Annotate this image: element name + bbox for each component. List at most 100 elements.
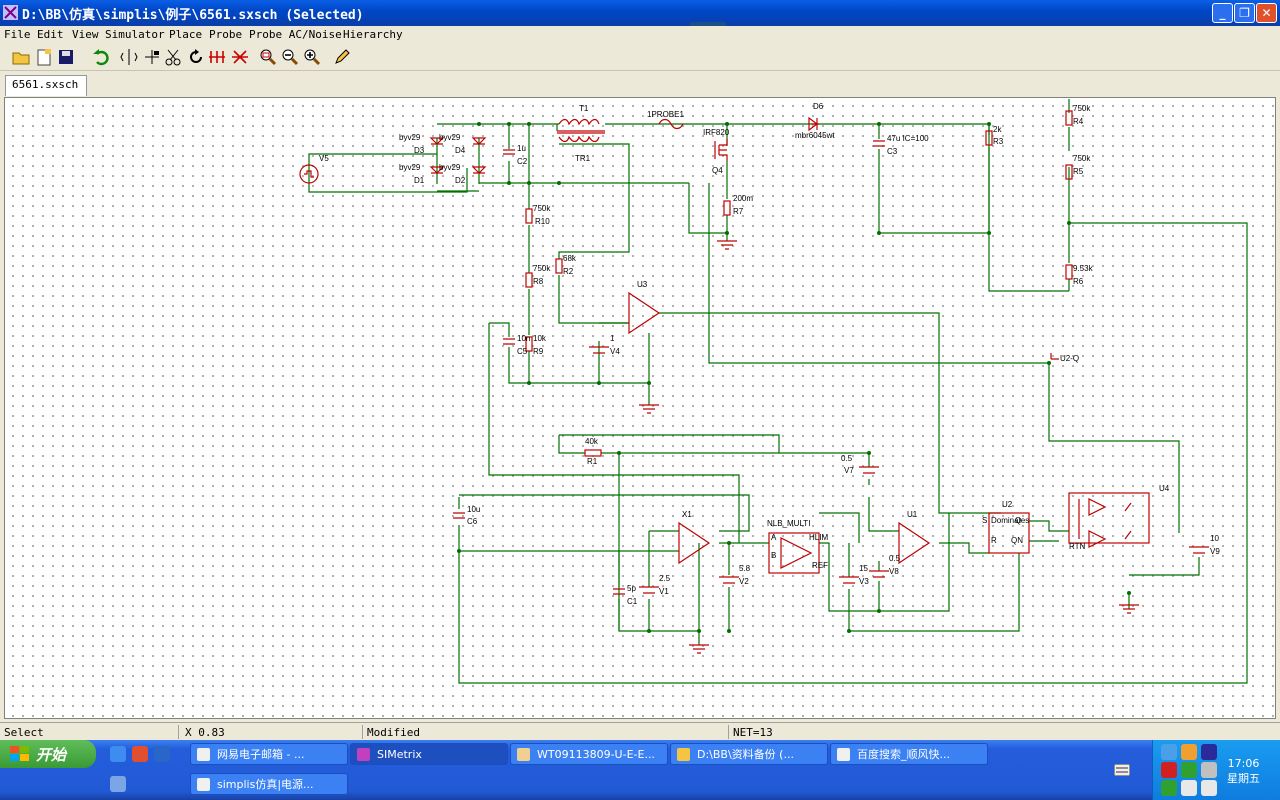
resistor-r4 [1065, 110, 1073, 126]
tray-icon[interactable] [1161, 744, 1177, 760]
taskbar-button-wt[interactable]: WT09113809-U-E-E... [510, 743, 668, 765]
windows-logo-icon [10, 746, 29, 761]
label-v7: V7 [844, 466, 854, 475]
tray-icon[interactable] [1201, 744, 1217, 760]
browser-icon [197, 748, 210, 761]
taskbar-button-folder[interactable]: D:\BB\资料备份 (... [670, 743, 828, 765]
label-c6-value: 10u [467, 505, 480, 514]
label-r3: R3 [993, 137, 1004, 146]
simetrix-icon [357, 748, 370, 761]
label-v2: V2 [739, 577, 749, 586]
menu-view[interactable]: View [72, 28, 99, 41]
taskbar-button-simplis[interactable]: simplis仿真|电源... [190, 773, 348, 795]
label-u2-q: U2-Q [1060, 354, 1079, 363]
voltage-source-v5 [299, 164, 319, 184]
flip-icon[interactable] [143, 48, 161, 66]
clock[interactable]: 17:06 星期五 [1227, 756, 1260, 786]
menu-edit[interactable]: Edit [37, 28, 64, 41]
nlb-multi-block [768, 532, 820, 574]
label-u2: U2 [1002, 500, 1013, 509]
battery-v9 [1189, 546, 1209, 554]
label-v1-value: 2.5 [659, 574, 671, 583]
menu-probe[interactable]: Probe [209, 28, 243, 41]
resistor-r2 [555, 258, 563, 274]
menu-place[interactable]: Place [169, 28, 203, 41]
delete-icon[interactable] [231, 48, 249, 66]
junctions [457, 122, 1131, 633]
title-bar: D:\BB\仿真\simplis\例子\6561.sxsch (Selected… [0, 0, 1280, 26]
quicklaunch-icon[interactable] [110, 776, 126, 792]
label-d1: D1 [414, 176, 425, 185]
label-r4: R4 [1073, 117, 1084, 126]
pencil-icon[interactable] [333, 48, 351, 66]
component-labels: byv29 D3 byv29 D4 byv29 D1 byv29 D2 V5 1… [319, 102, 1220, 606]
label-r1: R1 [587, 457, 598, 466]
tray-icon[interactable] [1201, 762, 1217, 778]
label-v3-value: 15 [859, 564, 868, 573]
schematic-canvas[interactable]: byv29 D3 byv29 D4 byv29 D1 byv29 D2 V5 1… [4, 97, 1276, 719]
label-u1: U1 [907, 510, 918, 519]
tray-icon[interactable] [1161, 762, 1177, 778]
label-u2-qn: QN [1011, 536, 1023, 545]
label-u2-dominates: Dominates [991, 516, 1029, 525]
taskbar-button-baidu[interactable]: 百度搜索_顺风快... [830, 743, 988, 765]
transformer-t1 [558, 118, 600, 126]
close-button[interactable]: ✕ [1256, 3, 1277, 23]
ie-icon[interactable] [110, 746, 126, 762]
menu-hierarchy[interactable]: Hierarchy [343, 28, 403, 41]
tray-icon[interactable] [1181, 744, 1197, 760]
tab-6561-sxsch[interactable]: 6561.sxsch [5, 75, 87, 96]
taskbar-button-simetrix[interactable]: SIMetrix [350, 743, 508, 765]
show-desktop-icon[interactable] [154, 746, 170, 762]
taskbar-button-mail[interactable]: 网易电子邮箱 - ... [190, 743, 348, 765]
label-c3: C3 [887, 147, 898, 156]
quicklaunch-icon[interactable] [132, 746, 148, 762]
save-icon[interactable] [57, 48, 75, 66]
menu-probe-ac-noise[interactable]: Probe AC/Noise [249, 28, 342, 41]
resistor-r3 [985, 130, 993, 146]
clock-day: 星期五 [1227, 772, 1260, 785]
mosfet-q4 [714, 139, 728, 161]
minimize-button[interactable]: _ [1212, 3, 1233, 23]
zoom-in-icon[interactable] [303, 48, 321, 66]
resistor-r5 [1065, 164, 1073, 180]
label-r3-value: 2k [993, 125, 1002, 134]
tray-icon[interactable] [1201, 780, 1217, 796]
zoom-box-icon[interactable] [259, 48, 277, 66]
mirror-icon[interactable] [120, 48, 138, 66]
battery-v1 [639, 586, 659, 594]
new-file-icon[interactable] [35, 48, 53, 66]
open-folder-icon[interactable] [12, 48, 30, 66]
start-button[interactable]: 开始 [0, 740, 96, 768]
rotate-icon[interactable] [187, 48, 205, 66]
cut-icon[interactable] [164, 48, 182, 66]
menu-file[interactable]: File [4, 28, 31, 41]
opamp-u1 [898, 521, 931, 565]
maximize-button[interactable]: ❐ [1234, 3, 1255, 23]
resistor-r8 [525, 272, 533, 288]
label-u3: U3 [637, 280, 648, 289]
keyboard-icon[interactable] [1114, 764, 1130, 776]
label-r10-value: 750k [533, 204, 551, 213]
schematic-drawing[interactable]: byv29 D3 byv29 D4 byv29 D1 byv29 D2 V5 1… [5, 98, 1275, 718]
label-d2-value: byv29 [439, 163, 461, 172]
label-q4-value: IRF820 [703, 128, 730, 137]
tray-icon[interactable] [1181, 762, 1197, 778]
clock-time: 17:06 [1227, 757, 1260, 770]
label-nlb-multi: NLB_MULTI [767, 519, 810, 528]
document-tab-row: 6561.sxsch [0, 71, 1280, 97]
system-tray: 17:06 星期五 [1152, 740, 1280, 800]
delete-wire-icon[interactable] [208, 48, 226, 66]
tray-icon[interactable] [1181, 780, 1197, 796]
tray-icon[interactable] [1161, 780, 1177, 796]
label-v3: V3 [859, 577, 869, 586]
diode-d6 [808, 116, 819, 132]
label-u4: U4 [1159, 484, 1170, 493]
menu-simulator[interactable]: Simulator [105, 28, 165, 41]
resistor-r6 [1065, 264, 1073, 280]
resistor-r1 [584, 449, 602, 457]
label-r1-value: 40k [585, 437, 599, 446]
undo-icon[interactable] [92, 48, 110, 66]
status-separator [362, 725, 363, 739]
zoom-out-icon[interactable] [281, 48, 299, 66]
